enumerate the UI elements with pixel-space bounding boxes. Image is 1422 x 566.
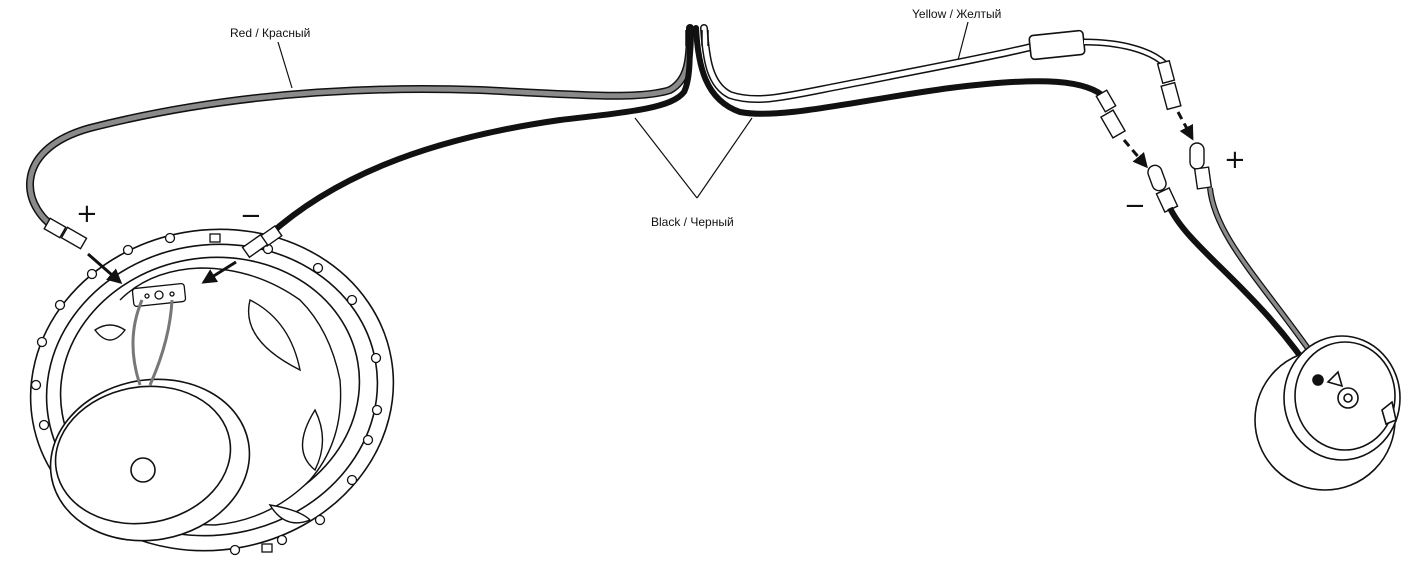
direction-arrow-icon: [87, 252, 237, 284]
spade-connector-icon: [43, 217, 88, 250]
direction-arrow-icon: [1122, 111, 1194, 169]
woofer-speaker-icon: [29, 228, 395, 556]
black-wire-woofer: [265, 25, 693, 239]
tweeter-lead-black: [1167, 206, 1323, 387]
yellow-wire-label: Yellow / Желтый: [912, 7, 1001, 21]
red-wire: [26, 24, 694, 236]
inline-filter: [1028, 29, 1086, 61]
woofer-plus-sign: +: [76, 199, 98, 229]
tweeter-minus-sign: −: [1124, 191, 1146, 221]
woofer-minus-sign: −: [240, 201, 262, 231]
tweeter-plus-sign: +: [1224, 145, 1246, 175]
yellow-wire-after-filter-fill: [1083, 40, 1167, 66]
spade-connector-icon: [1095, 89, 1127, 139]
black-label-pointer: [634, 117, 753, 199]
black-wire-label: Black / Черный: [651, 215, 734, 229]
red-wire-fill: [27, 25, 693, 235]
spade-connector-icon: [1156, 59, 1182, 111]
red-wire-label: Red / Красный: [230, 26, 310, 40]
spade-connector-icon: [241, 224, 283, 259]
tweeter-speaker-icon: [1254, 335, 1401, 491]
yellow-wire: [700, 24, 1039, 104]
woofer-lead-wire-1: [131, 299, 144, 386]
woofer-dust-cap: [130, 457, 156, 483]
red-label-leader: [277, 41, 293, 89]
wire-bundle-ends: [685, 30, 709, 46]
black-wire-tweeter: [693, 25, 1105, 117]
yellow-wire-fill: [701, 25, 1038, 102]
woofer-mounting-holes: [30, 232, 383, 556]
woofer-magnet-face: [54, 385, 232, 525]
woofer-lead-wire-2: [148, 299, 174, 386]
tweeter-terminals: [1147, 142, 1213, 213]
yellow-label-leader: [957, 21, 969, 61]
